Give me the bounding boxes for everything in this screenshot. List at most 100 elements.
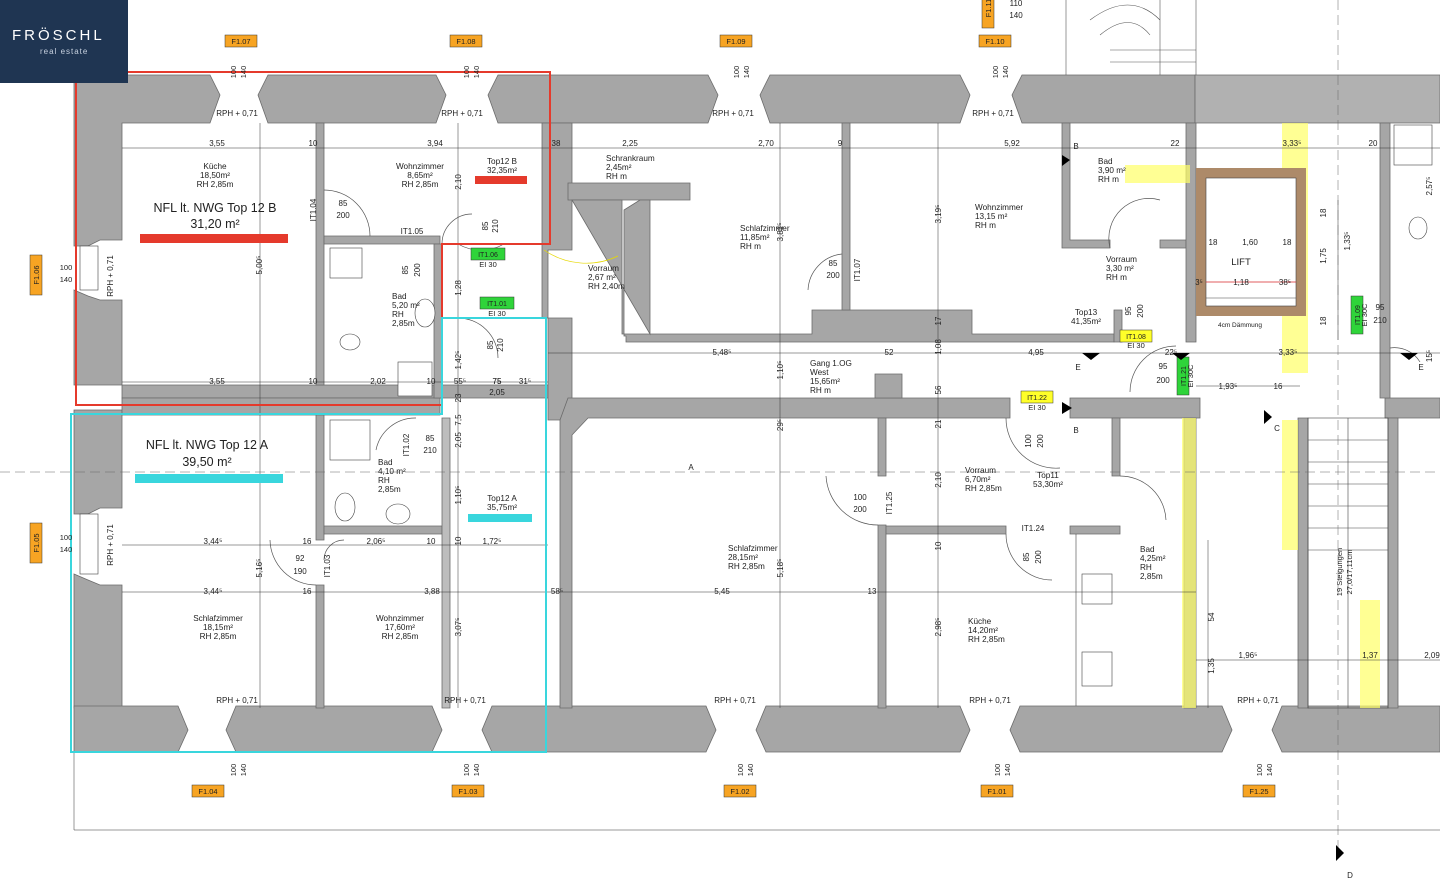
- room-bad1-line: Bad: [392, 292, 407, 301]
- section-arrow: [1264, 410, 1272, 424]
- dim-row1-10: 22⁵: [1165, 348, 1177, 357]
- room-schlaf3-line: Schlafzimmer: [728, 544, 778, 553]
- door-tag-bg: [1350, 295, 1364, 335]
- window-tag-bg: [981, 0, 995, 29]
- door-swings: [269, 189, 1421, 586]
- window-tag-F1.03: F1.03: [458, 787, 477, 796]
- dim-vert-5: 7,5: [454, 414, 463, 426]
- room-kueche1-line: 18,50m²: [200, 171, 230, 180]
- dim-vert-16: 1,08: [934, 339, 943, 355]
- door-id-IT1.03: IT1.03: [323, 554, 332, 577]
- fire-rating: EI 30: [1127, 341, 1145, 350]
- room-bad4-line: 4,25m²: [1140, 554, 1166, 563]
- window-height-1: 140: [472, 66, 481, 79]
- door-dim-29: 18: [1283, 238, 1292, 247]
- dim-vert-15: 5,18⁵: [776, 559, 785, 578]
- room-bad3-line: RH: [378, 476, 390, 485]
- door-dim-31: 3⁵: [1195, 278, 1203, 287]
- dim-top-4: 2,25: [622, 139, 638, 148]
- sill-height-1: RPH + 0,71: [441, 109, 483, 118]
- stairs-right: [1307, 417, 1389, 709]
- top12a-area-title: NFL lt. NWG Top 12 A: [146, 438, 269, 452]
- top12b-outline: [75, 71, 551, 406]
- window-tag-F1.11: F1.11: [984, 0, 993, 17]
- window-tag-bg: [978, 34, 1012, 48]
- dim-row1-2: 2,02: [370, 377, 386, 386]
- room-bad3-line: 4,10 m²: [378, 467, 406, 476]
- door-dim-26: 1,60: [1242, 238, 1258, 247]
- window-tag-F1.01: F1.01: [987, 787, 1006, 796]
- top12b-area-title: NFL lt. NWG Top 12 B: [154, 201, 277, 215]
- shower-3: [1393, 124, 1433, 166]
- window-height-6: 140: [746, 764, 755, 777]
- room-bad2-line: Bad: [1098, 157, 1113, 166]
- dim-row2-1: 16: [303, 537, 312, 546]
- top12b-area-value: 31,20 m²: [190, 217, 239, 231]
- section-marker-D: D: [1347, 871, 1353, 880]
- dim-row2-0: 3,44⁵: [204, 537, 223, 546]
- dim-top-5: 2,70: [758, 139, 774, 148]
- door-id-IT1.05: IT1.05: [401, 227, 424, 236]
- room-schrank-line: 2,45m²: [606, 163, 632, 172]
- door-tag-bg: [470, 247, 506, 261]
- shower-1: [329, 247, 363, 279]
- dim-row1-6: 31⁵: [519, 377, 531, 386]
- window-height-w1: 140: [60, 275, 73, 284]
- window-tag-F1.05: F1.05: [32, 533, 41, 552]
- room-schrank-line: RH m: [606, 172, 627, 181]
- room-vorraum2-line: RH m: [1106, 273, 1127, 282]
- window-height-7: 140: [1003, 764, 1012, 777]
- toilet-1: [339, 333, 361, 351]
- room-wohn1-line: 8,65m²: [407, 171, 433, 180]
- fixtures: [329, 124, 1433, 706]
- yellow-highlights: [1125, 123, 1380, 708]
- fire-rating: EI 30C: [1360, 303, 1369, 327]
- room-vorraum3-line: 6,70m²: [965, 475, 991, 484]
- sink-1: [414, 298, 436, 328]
- dim-vert-25: 18: [1319, 316, 1328, 325]
- dim-row2-13: 1,96⁵: [1239, 651, 1258, 660]
- window-tag-bg: [719, 34, 753, 48]
- door-dim-24: 95: [1376, 303, 1385, 312]
- room-wohn3-line: Wohnzimmer: [376, 614, 424, 623]
- room-vorraum1-line: Vorraum: [588, 264, 619, 273]
- door-tag-IT1.06: IT1.06: [478, 252, 498, 259]
- door-dim-21: 200: [1036, 434, 1045, 448]
- door-dim-7: 210: [496, 338, 505, 352]
- room-vorraum2-line: Vorraum: [1106, 255, 1137, 264]
- window-width-5: 100: [462, 764, 471, 777]
- door-dim-1: 200: [336, 211, 350, 220]
- dim-top-2: 3,94: [427, 139, 443, 148]
- window-height-5: 140: [472, 764, 481, 777]
- door-dim-23: 200: [1156, 376, 1170, 385]
- lift-label: LIFT: [1231, 257, 1251, 268]
- dim-row1-0: 3,55: [209, 377, 225, 386]
- door-dim-11: 190: [293, 567, 307, 576]
- room-top12a_label-line: Top12 A: [487, 494, 517, 503]
- dim-top-1: 10: [309, 139, 318, 148]
- door-dim-0: 85: [339, 199, 348, 208]
- dim-top-9: 3,33⁵: [1283, 139, 1302, 148]
- door-id-IT1.04: IT1.04: [309, 198, 318, 221]
- door-dim-3: 210: [491, 219, 500, 233]
- room-top12b_label-line: Top12 B: [487, 157, 518, 166]
- area-titles: NFL lt. NWG Top 12 B 31,20 m² NFL lt. NW…: [146, 201, 277, 469]
- dim-row1-1: 10: [309, 377, 318, 386]
- section-arrow: [1062, 155, 1070, 166]
- window-height-4: 140: [239, 764, 248, 777]
- window-tag-F1.09: F1.09: [726, 37, 745, 46]
- door-dim-6: 85: [486, 340, 495, 349]
- door-tag-bg: [479, 296, 515, 310]
- top12a-outline: [70, 317, 547, 753]
- room-bad2-line: 3,90 m²: [1098, 166, 1126, 175]
- dim-vert-4: 23: [454, 393, 463, 402]
- room-wohn2-line: 13,15 m²: [975, 212, 1008, 221]
- sill-height-6: RPH + 0,71: [714, 696, 756, 705]
- window-tag-F1.06: F1.06: [32, 265, 41, 284]
- sill-height-w1: RPH + 0,71: [106, 255, 115, 297]
- door-dim-20: 100: [1024, 434, 1033, 448]
